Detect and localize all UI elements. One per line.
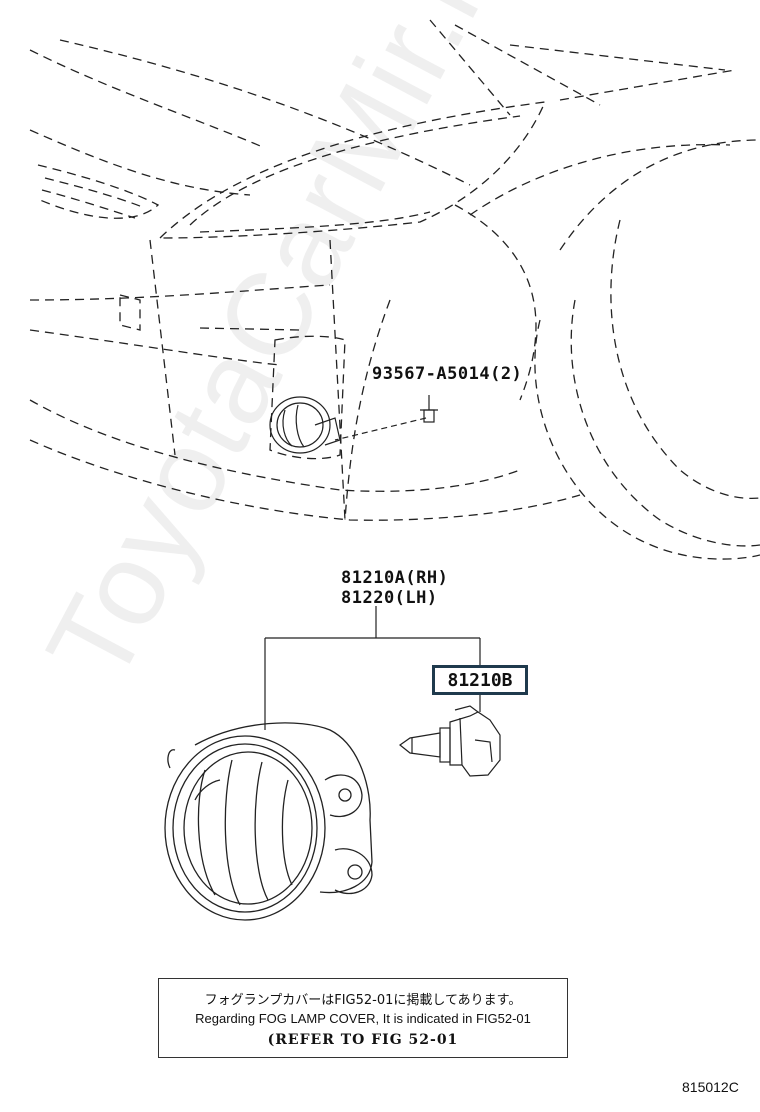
note-japanese: フォグランプカバーはFIG52-01に掲載してあります。 [204, 993, 522, 1008]
note-english: Regarding FOG LAMP COVER, It is indicate… [195, 1011, 531, 1026]
bulb-part-number[interactable]: 81210B [432, 665, 528, 695]
car-front-outline [29, 19, 760, 560]
figure-code: 815012C [682, 1079, 739, 1095]
bulb-part [398, 705, 501, 777]
fog-lamp-installed [269, 396, 341, 454]
screw-part-number[interactable]: 93567-A5014(2) [372, 364, 523, 384]
fog-lamp-rh-part-number[interactable]: 81210A(RH) [341, 568, 449, 588]
reference-note-box: フォグランプカバーはFIG52-01に掲載してあります。 Regarding F… [158, 978, 568, 1058]
fog-lamp-lh-part-number[interactable]: 81220(LH) [341, 588, 438, 608]
note-refer-link[interactable]: (REFER TO FIG 52-01 [267, 1032, 459, 1048]
leader-lines [264, 606, 481, 730]
screw-part [334, 395, 438, 441]
fog-lamp-assembly [164, 722, 373, 921]
